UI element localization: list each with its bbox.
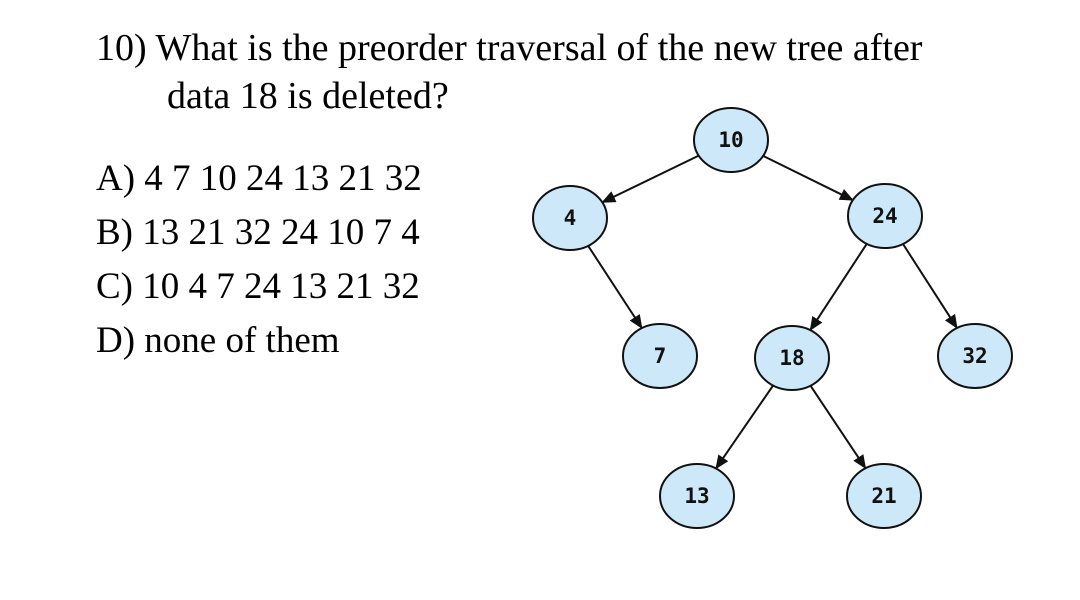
question-line-1: 10) What is the preorder traversal of th… [96, 27, 923, 69]
node-label: 24 [872, 204, 897, 228]
question-line-2: data 18 is deleted? [167, 75, 449, 117]
node-label: 32 [962, 344, 987, 368]
tree-node-7: 7 [622, 323, 698, 389]
edge-n4-n7 [587, 245, 643, 329]
question-text: 10) What is the preorder traversal of th… [96, 24, 1016, 120]
node-circle [847, 183, 923, 249]
edge-n18-n21 [809, 385, 867, 470]
tree-edges [587, 154, 958, 470]
option-c: C) 10 4 7 24 13 21 32 [96, 266, 420, 307]
option-d: D) none of them [96, 320, 340, 361]
tree-node-18: 18 [754, 325, 830, 391]
edge-n10-n24 [762, 155, 854, 201]
node-circle [754, 325, 830, 391]
node-circle [622, 323, 698, 389]
edge-n18-n13 [715, 384, 774, 470]
node-label: 13 [684, 484, 709, 508]
edge-n24-n32 [902, 243, 958, 329]
node-circle [659, 463, 735, 529]
option-a: A) 4 7 10 24 13 21 32 [96, 158, 422, 199]
node-circle [937, 323, 1013, 389]
tree-node-10: 10 [693, 107, 769, 173]
option-b: B) 13 21 32 24 10 7 4 [96, 212, 420, 253]
tree-node-4: 4 [532, 185, 608, 251]
answer-options: A) 4 7 10 24 13 21 32 B) 13 21 32 24 10 … [96, 152, 422, 368]
node-label: 4 [564, 206, 577, 230]
tree-node-24: 24 [847, 183, 923, 249]
node-circle [693, 107, 769, 173]
node-circle [532, 185, 608, 251]
tree-nodes: 10 4 24 7 18 32 13 21 [532, 107, 1013, 529]
tree-node-21: 21 [846, 463, 922, 529]
node-label: 10 [718, 128, 743, 152]
tree-node-13: 13 [659, 463, 735, 529]
edge-n10-n4 [601, 154, 700, 203]
edge-n24-n18 [809, 243, 868, 331]
node-label: 18 [779, 346, 804, 370]
node-label: 7 [654, 344, 667, 368]
node-label: 21 [871, 484, 896, 508]
node-circle [846, 463, 922, 529]
tree-node-32: 32 [937, 323, 1013, 389]
